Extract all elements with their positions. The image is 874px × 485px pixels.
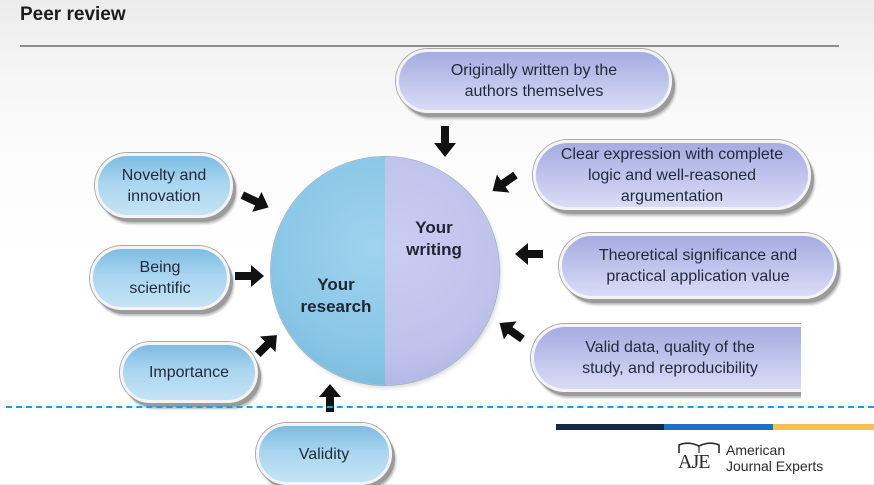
factor-valid-data: Valid data, quality of the study, and re… xyxy=(531,324,801,392)
brand-bar-blue xyxy=(664,424,773,430)
factor-text: Validity xyxy=(298,445,350,463)
factor-text: Being xyxy=(139,259,181,276)
factor-text: scientific xyxy=(129,280,191,297)
factor-text: study, and reproducibility xyxy=(582,360,758,377)
arrow-icon xyxy=(254,335,277,358)
factor-text: logic and well-reasoned xyxy=(587,166,757,184)
factor-clear-expression: Clear expression with complete logic and… xyxy=(533,140,811,210)
center-circle xyxy=(271,157,499,385)
factor-text: Clear expression with complete xyxy=(560,145,784,163)
factor-scientific: Being scientific xyxy=(90,246,230,310)
writing-label-line: Your xyxy=(415,218,453,237)
dashed-guide-line xyxy=(6,406,874,408)
factor-importance: Importance xyxy=(120,342,258,403)
writing-label-line: writing xyxy=(406,240,462,259)
brand-bar-navy xyxy=(556,424,664,430)
aje-logo: AJE American Journal Experts xyxy=(676,441,823,475)
research-half xyxy=(271,157,385,385)
research-label: Your research xyxy=(292,274,380,318)
arrow-icon xyxy=(492,171,518,193)
factor-originality: Originally written by the authors themse… xyxy=(396,49,672,113)
factor-text: Novelty and xyxy=(121,166,207,184)
writing-label: Your writing xyxy=(392,217,476,261)
factor-text: authors themselves xyxy=(464,83,604,100)
writing-half xyxy=(385,157,499,385)
factor-text: Importance xyxy=(148,364,230,381)
factor-validity: Validity xyxy=(256,423,392,485)
logo-line: Journal Experts xyxy=(726,458,824,474)
factor-text: Originally written by the xyxy=(450,62,618,79)
factor-text: innovation xyxy=(127,187,201,205)
factor-text: Theoretical significance and xyxy=(598,247,798,264)
factor-novelty: Novelty and innovation xyxy=(95,153,233,218)
arrow-icon xyxy=(319,384,341,412)
arrow-icon xyxy=(515,243,543,265)
page-title: Peer review xyxy=(20,4,126,25)
book-icon xyxy=(678,442,720,453)
research-label-line: research xyxy=(300,297,372,316)
factor-text: argumentation xyxy=(620,187,724,205)
research-label-line: Your xyxy=(317,275,355,294)
logo-text: American Journal Experts xyxy=(726,442,823,474)
title-divider xyxy=(20,45,839,47)
arrow-icon xyxy=(240,191,269,212)
arrow-icon xyxy=(434,126,456,157)
aje-book-logo-icon: AJE xyxy=(676,441,722,475)
factor-text: practical application value xyxy=(606,268,790,285)
brand-bar-gold xyxy=(773,424,874,430)
logo-line: American xyxy=(726,442,786,458)
factor-significance: Theoretical significance and practical a… xyxy=(559,233,837,299)
factor-text: Valid data, quality of the xyxy=(585,339,755,356)
logo-mark-text: AJE xyxy=(678,451,710,473)
arrow-icon xyxy=(499,321,525,343)
arrow-icon xyxy=(235,265,264,287)
